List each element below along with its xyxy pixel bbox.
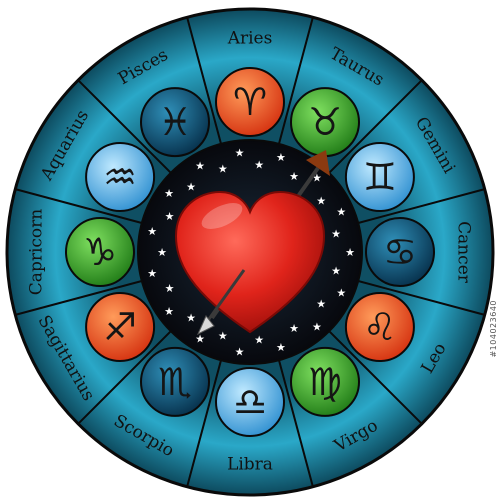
virgo-icon xyxy=(290,346,360,417)
sector-divider xyxy=(278,17,314,145)
leo-icon-glyph: ♌ xyxy=(363,305,397,349)
star-icon: ★ xyxy=(218,162,228,175)
star-icon: ★ xyxy=(336,205,346,218)
star-icon: ★ xyxy=(276,341,286,354)
sign-libra: ♎ Libra xyxy=(215,367,285,475)
star-icon: ★ xyxy=(186,181,196,194)
image-id-label: #104023640 xyxy=(489,300,498,358)
sector-divider xyxy=(328,79,423,174)
star-icon: ★ xyxy=(157,246,167,259)
sector-divider xyxy=(15,188,143,224)
star-icon: ★ xyxy=(164,305,174,318)
sign-label-libra: Libra xyxy=(227,455,273,475)
capricorn-icon xyxy=(65,217,135,287)
sector-divider xyxy=(357,188,485,224)
star-icon: ★ xyxy=(165,210,175,223)
libra-icon-glyph: ♎ xyxy=(233,380,267,424)
gemini-icon-glyph: ♊ xyxy=(363,155,397,199)
virgo-icon-glyph: ♍ xyxy=(308,360,342,404)
star-icon: ★ xyxy=(164,187,174,200)
star-icon: ★ xyxy=(331,264,341,277)
sign-label-capricorn: Capricorn xyxy=(27,209,47,295)
star-icon: ★ xyxy=(254,334,264,347)
taurus-icon-glyph: ♉ xyxy=(308,100,342,144)
star-icon: ★ xyxy=(345,246,355,259)
star-icon: ★ xyxy=(336,287,346,300)
star-icon: ★ xyxy=(147,225,157,238)
sagittarius-icon-glyph: ♐ xyxy=(103,305,137,349)
star-icon: ★ xyxy=(235,147,245,160)
cancer-icon xyxy=(365,217,435,287)
star-icon: ★ xyxy=(254,158,264,171)
star-icon: ★ xyxy=(316,298,326,311)
sector-divider xyxy=(186,17,222,145)
sign-label-aries: Aries xyxy=(227,29,273,49)
star-icon: ★ xyxy=(195,159,205,172)
sector-divider xyxy=(186,359,222,487)
sign-gemini: ♊Gemini xyxy=(344,114,459,212)
pisces-icon-glyph: ♓ xyxy=(158,100,192,144)
star-icon: ★ xyxy=(235,345,245,358)
capricorn-icon-glyph: ♑ xyxy=(83,230,117,274)
center-stars: ★★★★★★★★★★★★★★★★★★★★★★★★★★★★★★ xyxy=(147,147,355,359)
gemini-icon xyxy=(344,142,415,212)
aries-icon xyxy=(215,67,285,137)
sign-aries: ♈ Aries xyxy=(215,29,285,137)
sector-divider xyxy=(278,359,314,487)
sagittarius-icon xyxy=(85,292,156,362)
star-icon: ★ xyxy=(316,194,326,207)
pisces-icon xyxy=(140,87,210,158)
scorpio-icon xyxy=(140,346,210,417)
sector-divider xyxy=(15,280,143,316)
scorpio-icon-glyph: ♏ xyxy=(158,360,192,404)
star-icon: ★ xyxy=(195,333,205,346)
star-icon: ★ xyxy=(331,228,341,241)
sector-divider xyxy=(328,330,423,425)
star-icon: ★ xyxy=(165,282,175,295)
cancer-icon-glyph: ♋ xyxy=(383,230,417,274)
libra-icon xyxy=(215,367,285,437)
aquarius-icon xyxy=(85,142,156,212)
sign-capricorn: ♑ Capricorn xyxy=(27,209,135,295)
sign-taurus: ♉Taurus xyxy=(290,44,387,158)
star-icon: ★ xyxy=(289,322,299,335)
star-icon: ★ xyxy=(276,151,286,164)
heart-with-arrow-icon xyxy=(174,150,330,336)
aries-icon-glyph: ♈ xyxy=(233,80,267,124)
star-icon: ★ xyxy=(312,320,322,333)
sign-label-cancer: Cancer xyxy=(454,221,474,284)
sector-divider xyxy=(357,280,485,316)
star-icon: ★ xyxy=(312,172,322,185)
star-icon: ★ xyxy=(218,330,228,343)
star-icon: ★ xyxy=(289,170,299,183)
sector-divider xyxy=(77,79,172,174)
sector-dividers xyxy=(15,17,485,487)
sign-cancer: ♋ Cancer xyxy=(365,217,474,287)
star-icon: ★ xyxy=(186,311,196,324)
aquarius-icon-glyph: ♒ xyxy=(103,155,137,199)
sector-divider xyxy=(77,330,172,425)
leo-icon xyxy=(344,292,415,362)
star-icon: ★ xyxy=(147,267,157,280)
